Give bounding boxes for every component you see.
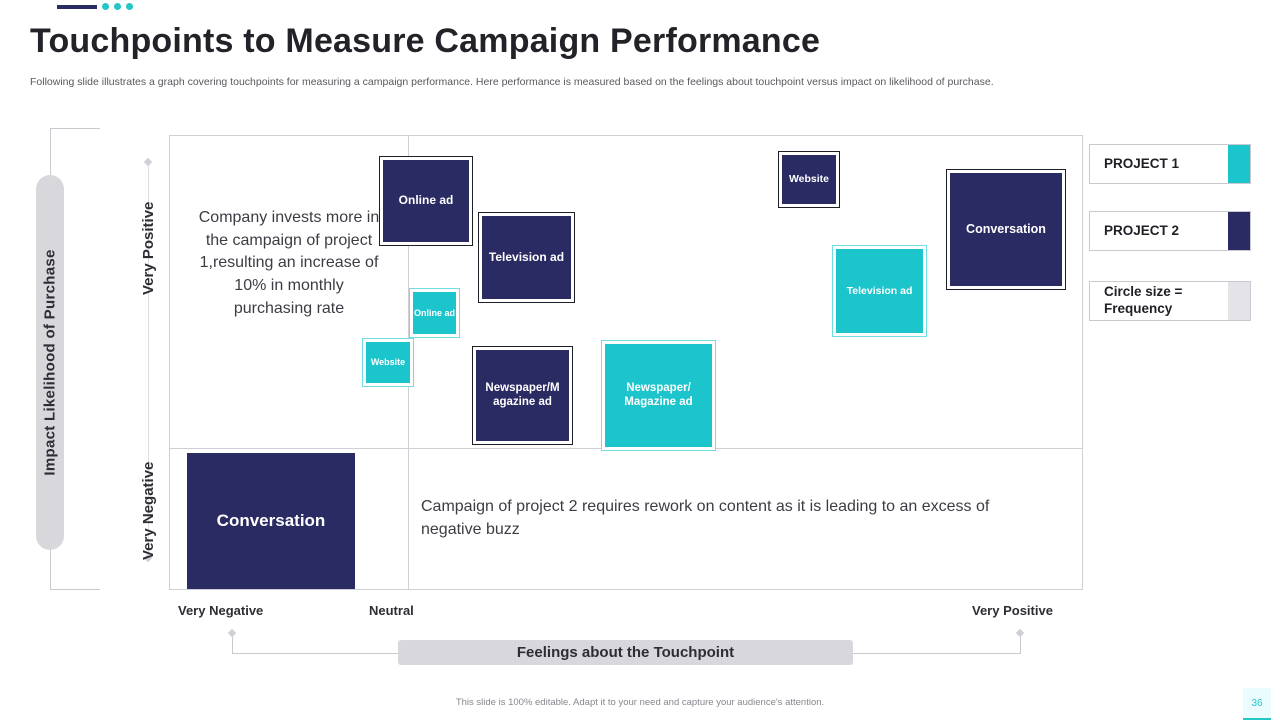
y-axis-title-label: Impact Likelihood of Purchase [41, 249, 59, 476]
bubble-label: Online ad [398, 193, 454, 208]
legend-item-circle-size[interactable]: Circle size = Frequency [1089, 281, 1251, 321]
y-axis-tick-top [143, 157, 153, 167]
legend-swatch-circle-size [1228, 282, 1250, 320]
bubble-label: Conversation [966, 222, 1046, 237]
bubble-website[interactable]: Website [778, 151, 840, 208]
legend-label-circle-size: Circle size = Frequency [1104, 284, 1183, 316]
bubble-website[interactable]: Website [362, 338, 414, 387]
y-axis-line [148, 162, 149, 558]
page-title: Touchpoints to Measure Campaign Performa… [30, 22, 821, 60]
bubble-label: Website [788, 173, 830, 186]
page-subtitle: Following slide illustrates a graph cove… [30, 76, 994, 88]
bubble-label: Website [370, 357, 406, 368]
legend-item-project2[interactable]: PROJECT 2 [1089, 211, 1251, 251]
page-number: 36 [1243, 688, 1271, 720]
note-project1: Company invests more in the campaign of … [198, 209, 380, 317]
legend-item-project1[interactable]: PROJECT 1 [1089, 144, 1251, 184]
y-axis-label-low: Very Negative [140, 461, 157, 560]
decoration-bar [57, 4, 97, 9]
top-decoration [57, 3, 133, 10]
legend-label-project2: PROJECT 2 [1104, 222, 1180, 238]
bubble-conversation[interactable]: Conversation [946, 169, 1066, 290]
legend-label-project1: PROJECT 1 [1104, 155, 1180, 171]
bubble-television-ad[interactable]: Television ad [478, 212, 575, 303]
decoration-dot-icon [114, 3, 121, 10]
bubble-label: Newspaper/M agazine ad [485, 382, 560, 408]
bubble-label: Newspaper/ Magazine ad [624, 382, 693, 408]
legend-swatch-project1 [1228, 145, 1250, 183]
x-axis-title: Feelings about the Touchpoint [398, 640, 853, 665]
x-axis-label-high: Very Positive [972, 603, 1053, 618]
bubble-online-ad[interactable]: Online ad [409, 288, 460, 338]
footer-note: This slide is 100% editable. Adapt it to… [455, 697, 825, 708]
bubble-television-ad[interactable]: Television ad [832, 245, 927, 337]
x-axis-label-low: Very Negative [178, 603, 264, 618]
decoration-dot-icon [126, 3, 133, 10]
bubble-online-ad[interactable]: Online ad [379, 156, 473, 246]
bubble-newspaper-m-agazine-ad[interactable]: Newspaper/M agazine ad [472, 346, 573, 445]
y-axis-title: Impact Likelihood of Purchase [36, 175, 64, 550]
bubble-label: Conversation [216, 511, 326, 531]
decoration-dot-icon [102, 3, 109, 10]
legend-swatch-project2 [1228, 212, 1250, 250]
bubble-label: Television ad [488, 249, 565, 264]
x-axis-label-mid: Neutral [369, 603, 414, 618]
y-axis-label-high: Very Positive [140, 201, 157, 295]
bubble-newspaper-magazine-ad[interactable]: Newspaper/ Magazine ad [601, 340, 716, 451]
bubble-label: Television ad [846, 284, 913, 297]
bubble-label: Online ad [413, 307, 455, 318]
note-project2: Campaign of project 2 requires rework on… [421, 498, 990, 539]
bubble-conversation[interactable]: Conversation [187, 453, 355, 589]
